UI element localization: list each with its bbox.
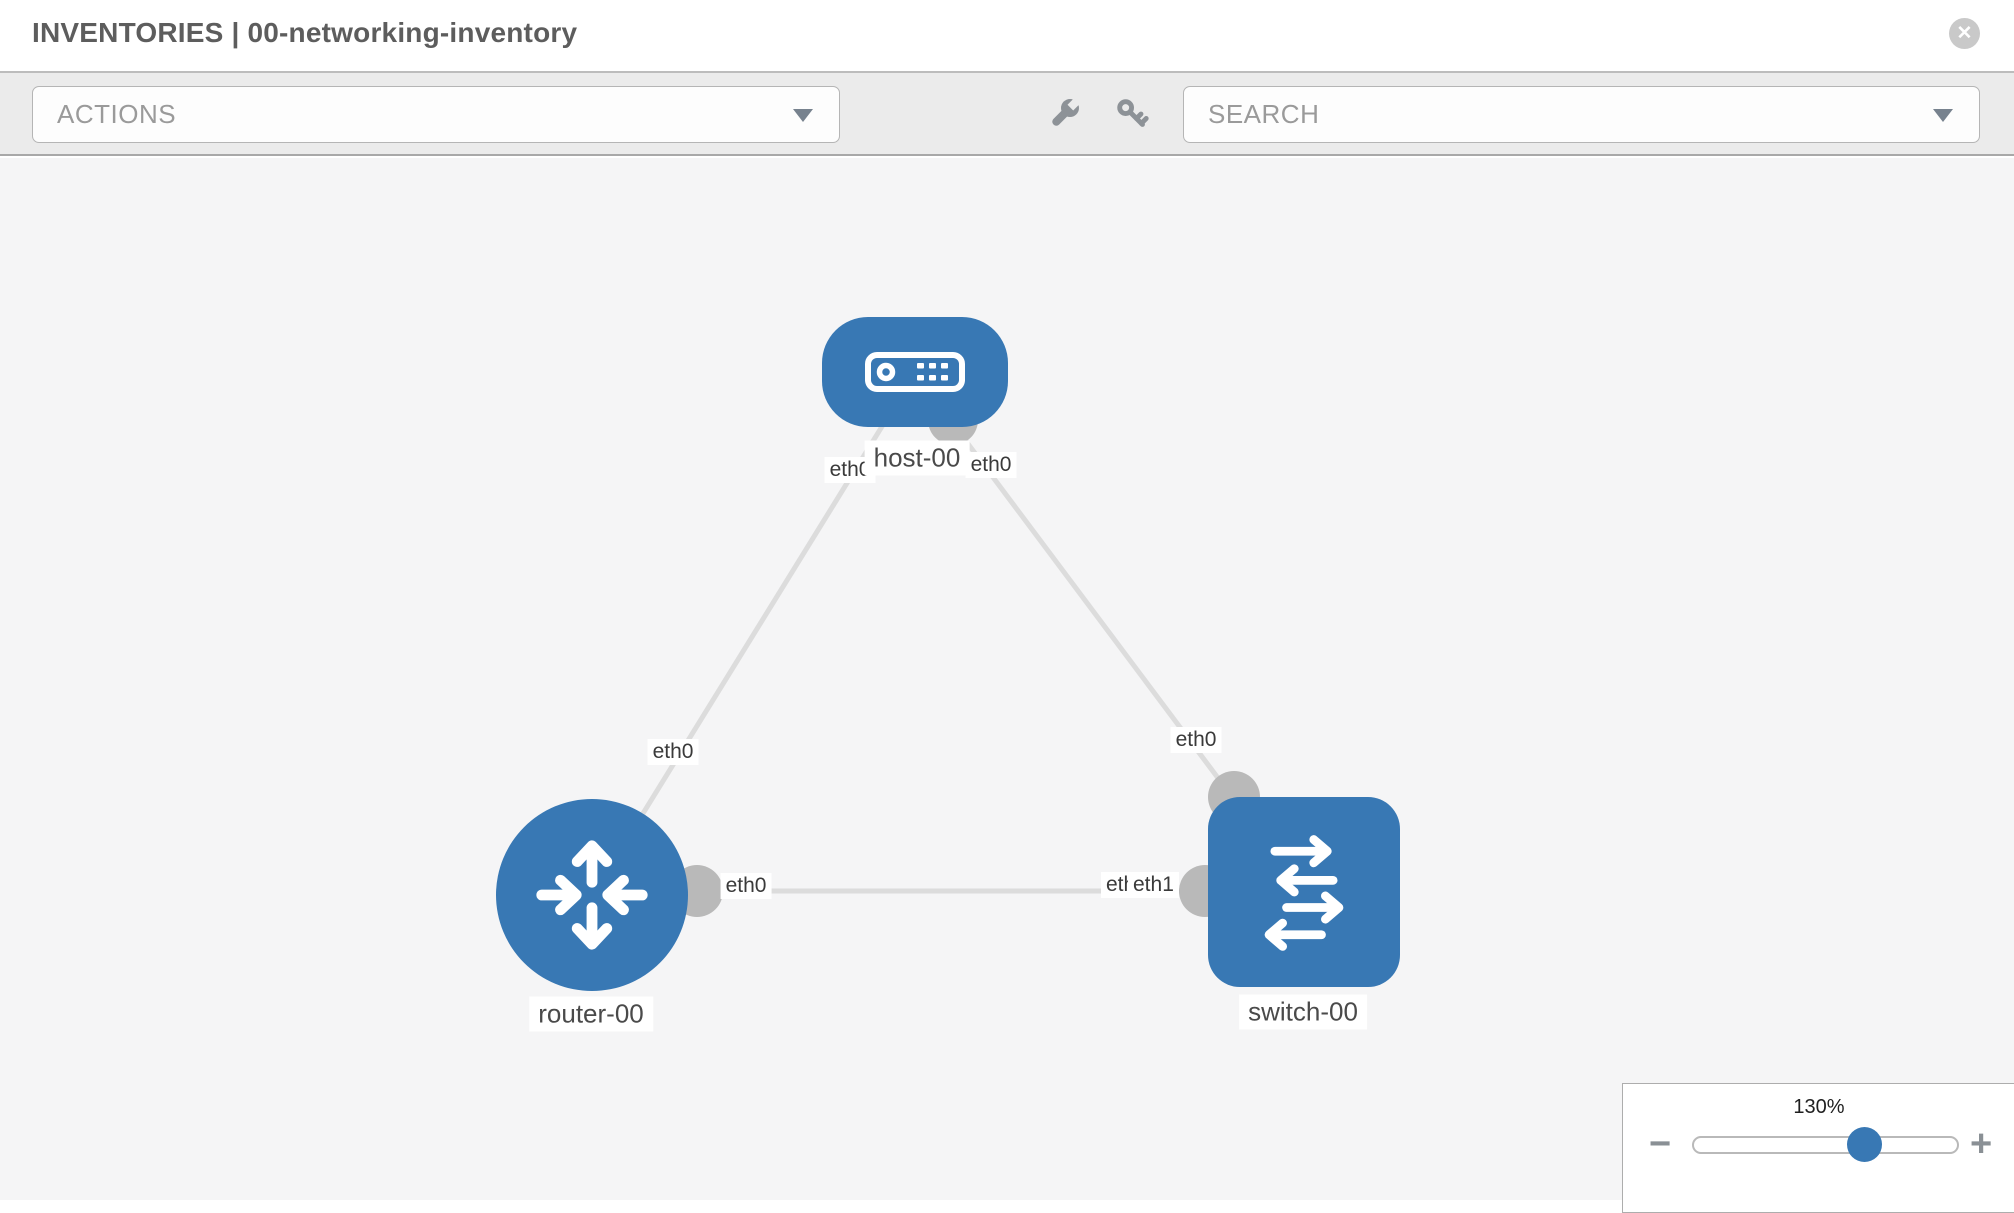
topology-links-layer xyxy=(589,371,1307,917)
actions-dropdown[interactable]: ACTIONS xyxy=(32,86,840,143)
node-host[interactable] xyxy=(822,317,1008,427)
node-label-host: host-00 xyxy=(864,440,970,476)
zoom-in-button[interactable]: + xyxy=(1970,1123,1993,1165)
chevron-down-icon xyxy=(1933,108,1953,122)
router-icon xyxy=(536,840,648,950)
zoom-percent: 130% xyxy=(1793,1096,1845,1118)
zoom-slider-knob[interactable] xyxy=(1847,1127,1882,1162)
topology-canvas[interactable]: host-00 router-00 switch-00 eth0 eth0 et… xyxy=(0,158,2014,1213)
host-icon xyxy=(865,352,965,392)
wrench-icon[interactable] xyxy=(1046,96,1082,132)
node-label-switch: switch-00 xyxy=(1239,994,1367,1030)
close-icon[interactable]: ✕ xyxy=(1949,18,1980,49)
node-label-router: router-00 xyxy=(529,996,653,1032)
node-switch[interactable] xyxy=(1208,797,1400,987)
zoom-out-button[interactable]: − xyxy=(1649,1123,1672,1165)
toolbar: ACTIONS xyxy=(0,71,2014,156)
port-label-router-to-switch: eth0 xyxy=(720,873,772,899)
actions-dropdown-label: ACTIONS xyxy=(57,99,177,129)
titlebar: INVENTORIES | 00-networking-inventory ✕ xyxy=(0,0,2014,71)
port-label-router-to-host: eth0 xyxy=(647,739,699,765)
page-title: INVENTORIES | 00-networking-inventory xyxy=(32,17,578,48)
close-glyph: ✕ xyxy=(1956,23,1973,44)
zoom-slider-track[interactable] xyxy=(1692,1136,1959,1154)
key-icon[interactable] xyxy=(1114,96,1150,132)
search-input[interactable] xyxy=(1208,99,1858,130)
search-box[interactable] xyxy=(1183,86,1980,143)
port-label-switch-to-router: eth1 xyxy=(1128,872,1179,898)
zoom-control-panel: 130% − + xyxy=(1622,1083,2014,1213)
port-label-switch-to-host: eth0 xyxy=(1170,727,1222,753)
switch-icon xyxy=(1264,835,1344,951)
chevron-down-icon xyxy=(793,108,813,122)
port-label-host-to-switch: eth0 xyxy=(965,452,1017,478)
node-router[interactable] xyxy=(496,799,688,991)
